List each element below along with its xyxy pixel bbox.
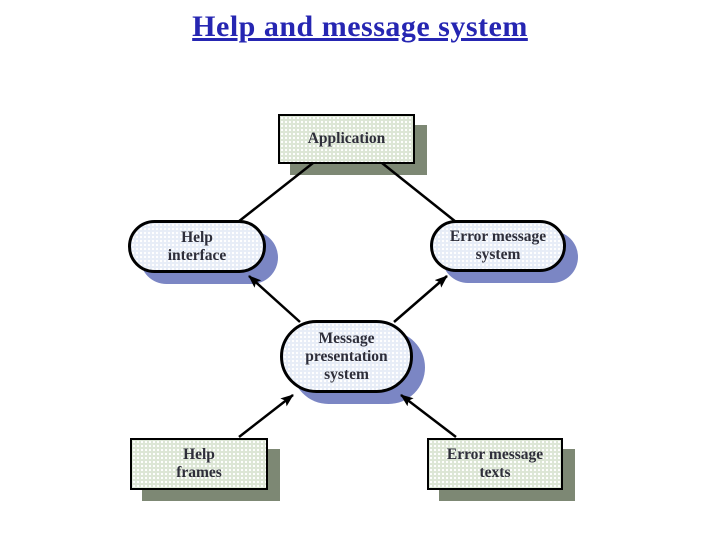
- node-message-presentation-system: Message presentation system: [280, 320, 413, 393]
- edge-application-help-interface: [237, 162, 314, 223]
- node-help-interface: Help interface: [128, 220, 266, 273]
- node-help-interface-label: Help interface: [167, 228, 227, 264]
- edge-message-presentation-to-error-message-system: [393, 275, 448, 323]
- node-help-frames-label: Help frames: [176, 446, 222, 481]
- node-error-message-system: Error message system: [430, 220, 566, 272]
- node-error-message-texts-label: Error message texts: [446, 446, 544, 481]
- edge-help-frames-to-message-presentation: [238, 394, 294, 438]
- page-title: Help and message system: [192, 10, 528, 43]
- node-application: Application: [278, 114, 415, 164]
- edge-error-message-texts-to-message-presentation: [400, 394, 457, 438]
- node-message-presentation-system-label: Message presentation system: [305, 329, 388, 383]
- node-application-label: Application: [307, 130, 386, 147]
- edge-application-error-message-system: [381, 162, 457, 223]
- node-error-message-system-label: Error message system: [449, 228, 547, 263]
- edge-message-presentation-to-help-interface: [248, 275, 301, 323]
- node-help-frames: Help frames: [130, 438, 268, 490]
- node-error-message-texts: Error message texts: [427, 438, 563, 490]
